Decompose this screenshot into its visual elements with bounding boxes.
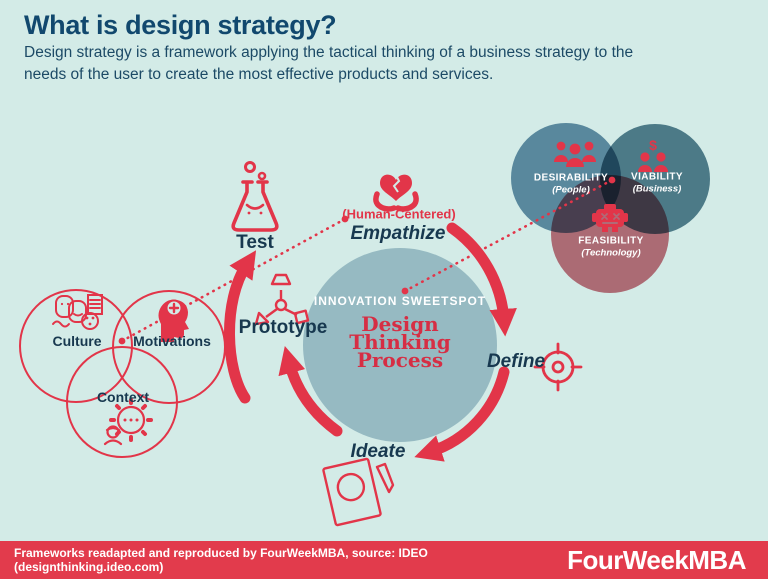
viability-label: VIABILITY <box>631 171 683 183</box>
connector-dot <box>118 337 126 345</box>
context-circle <box>66 346 178 458</box>
process-cycle-arrows <box>224 222 517 462</box>
context-label: Context <box>96 389 150 405</box>
feasibility-sublabel: (Technology) <box>581 247 641 259</box>
connector-dots <box>118 176 616 345</box>
design-thinking-process-title: Design Thinking Process <box>349 312 451 372</box>
prototype-tool-icon <box>254 273 310 326</box>
right-venn-diagram <box>511 123 710 293</box>
dollar-glyph: $ <box>649 137 657 153</box>
robot-icon <box>592 204 628 232</box>
page-title: What is design strategy? <box>24 10 337 40</box>
head-plus-icon <box>158 299 189 342</box>
connector-dot <box>608 176 616 184</box>
three-people-icon <box>554 141 596 167</box>
motivations-label: Motivations <box>133 333 211 349</box>
desirability-label: DESIRABILITY <box>533 172 609 184</box>
dtp-line: Design <box>361 312 439 336</box>
empathize-to-define-arrow <box>446 222 517 337</box>
stage-ideate-label: Ideate <box>350 441 406 462</box>
prototype-to-test-arrow <box>224 250 257 404</box>
page-subtitle: Design strategy is a framework applying … <box>24 44 634 84</box>
viability-sublabel: (Business) <box>632 183 682 195</box>
connector-dot <box>401 287 409 295</box>
sketchpad-pencil-icon <box>322 457 395 527</box>
theater-masks-book-reel-icon <box>52 294 103 330</box>
stage-define-label: Define <box>486 351 546 372</box>
desirability-sublabel: (People) <box>552 184 590 196</box>
left-venn-diagram <box>19 289 226 458</box>
flask-icon <box>231 161 279 232</box>
stage-empathize-sublabel: (Human-Centered) <box>342 206 456 222</box>
innovation-sweetspot-label: INNOVATION SWEETSPOT <box>313 294 487 308</box>
dtp-line: Thinking <box>349 330 451 354</box>
target-crosshair-icon <box>533 342 583 392</box>
footer-credit: Frameworks readapted and reproduced by F… <box>14 546 428 574</box>
stage-empathize-label: Empathize <box>350 223 446 244</box>
stage-prototype-label: Prototype <box>238 317 328 338</box>
dotted-connectors <box>120 178 614 343</box>
process-circle <box>303 248 497 442</box>
define-to-ideate-arrow <box>414 366 510 462</box>
culture-circle <box>19 289 133 403</box>
dollar-people-icon: $ <box>638 137 668 172</box>
ideate-to-prototype-arrow <box>278 346 343 437</box>
feasibility-label: FEASIBILITY <box>578 235 644 247</box>
connector-dot <box>341 215 349 223</box>
feasibility-circle <box>551 175 669 293</box>
footer-bar: Frameworks readapted and reproduced by F… <box>0 541 768 579</box>
stage-test-label: Test <box>236 232 274 253</box>
dtp-line: Process <box>356 348 444 372</box>
hands-broken-heart-icon <box>373 174 419 212</box>
sweetspot-to-right-venn-line <box>403 178 614 293</box>
brand-logo: FourWeekMBA <box>567 544 746 575</box>
gear-person-icon <box>103 398 153 446</box>
culture-label: Culture <box>52 333 102 349</box>
